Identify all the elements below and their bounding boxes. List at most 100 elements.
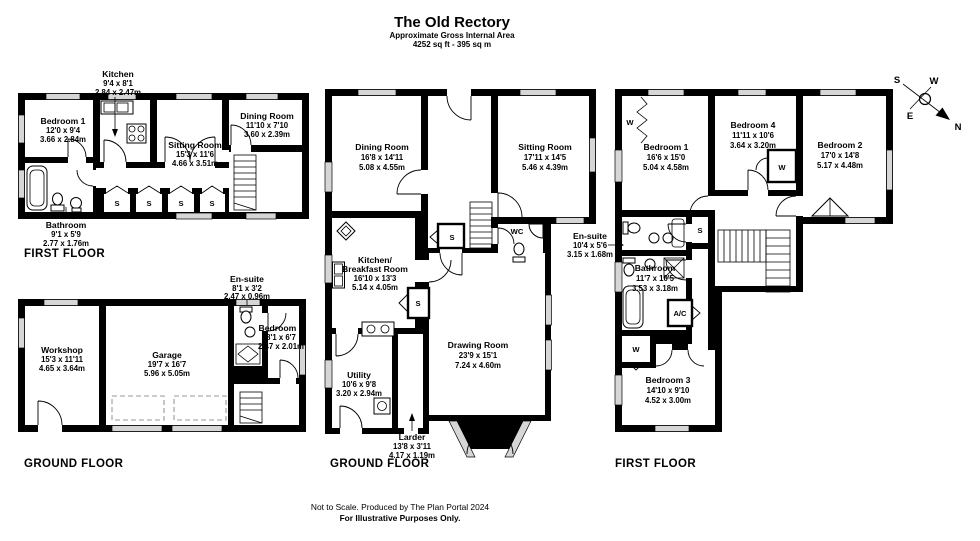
room-dim: 4.65 x 3.64m	[39, 364, 85, 373]
room-label: En-suite	[573, 231, 607, 241]
room-dim: 17'11 x 14'5	[524, 153, 567, 162]
room-label: Dining Room	[355, 142, 409, 152]
room-dim: 5.46 x 4.39m	[522, 163, 568, 172]
window	[357, 89, 397, 96]
room-larder	[398, 334, 423, 428]
window	[45, 93, 81, 100]
footer: Not to Scale. Produced by The Plan Porta…	[311, 502, 489, 523]
door-arc	[267, 312, 287, 332]
window	[324, 161, 333, 193]
room-label: Bedroom 3	[646, 375, 691, 385]
window	[886, 149, 893, 191]
utility-sink-icon	[373, 397, 391, 415]
window	[18, 169, 25, 199]
airing-cupboard-label: A/C	[673, 309, 687, 318]
cupboard-label: S	[146, 199, 151, 208]
window	[545, 339, 552, 371]
room-dim: 4.52 x 3.00m	[645, 396, 691, 405]
toilet-icon	[512, 242, 526, 263]
door-arc	[230, 124, 252, 146]
room-dim: 5.14 x 4.05m	[352, 283, 398, 292]
door-arc	[37, 400, 63, 426]
bath-icon	[622, 285, 644, 329]
room-sitting	[498, 96, 589, 217]
door-arc	[497, 192, 523, 218]
room-label: Bedroom 2	[259, 323, 304, 333]
window	[519, 89, 557, 96]
room-label: Workshop	[41, 345, 83, 355]
door-arc	[655, 349, 673, 367]
window	[614, 149, 623, 183]
shower-icon	[671, 218, 685, 248]
room-dim: 11'10 x 7'10	[246, 121, 289, 130]
sink-icon	[244, 326, 256, 338]
room-dim: 7.24 x 4.60m	[455, 361, 501, 370]
bay-icon	[810, 197, 850, 217]
wardrobe-label: W	[626, 118, 634, 127]
page-title: The Old Rectory	[394, 14, 511, 31]
parking-space	[111, 395, 227, 421]
window	[324, 359, 333, 389]
garage-door	[111, 425, 163, 432]
door-arc	[446, 95, 472, 121]
shower-icon	[235, 343, 261, 365]
room-bedroom1	[25, 100, 93, 157]
room-label: Larder	[399, 432, 426, 442]
cupboard-doors	[105, 185, 224, 194]
window	[245, 93, 279, 100]
garage-door	[171, 425, 223, 432]
cupboard	[104, 194, 130, 212]
cupboard-door	[627, 361, 645, 371]
toilet-icon	[622, 257, 636, 277]
room-dim: 3.66 x 2.84m	[40, 135, 86, 144]
room-label: Kitchen/	[358, 255, 393, 265]
wardrobe-label: W	[778, 163, 786, 172]
room-drawing	[429, 253, 545, 415]
room-dim: 9'4 x 8'1	[103, 79, 133, 88]
room-dim: 5.04 x 4.58m	[643, 163, 689, 172]
cupboard	[136, 194, 162, 212]
room-label: Kitchen	[102, 69, 134, 79]
cupboard	[200, 194, 225, 212]
room-label: Dining Room	[240, 111, 294, 121]
room-dim: 23'9 x 15'1	[459, 351, 498, 360]
door-arc	[339, 405, 363, 429]
room-dim: 13'8 x 3'11	[393, 442, 432, 451]
toilet-icon	[622, 221, 641, 235]
room-label: Bedroom 4	[731, 120, 776, 130]
door-arc	[466, 430, 491, 455]
annex-first-floor-plan: Kitchen 9'4 x 8'1 2.84 x 2.47m Bedroom 1…	[18, 69, 309, 260]
room-sitting	[157, 100, 222, 162]
stairs	[233, 154, 257, 211]
room-dim: 4.66 x 3.51m	[172, 159, 218, 168]
room-dim: 11'7 x 10'5	[636, 274, 675, 283]
wardrobe-label: W	[632, 345, 640, 354]
room-dim: 3.64 x 3.20m	[730, 141, 776, 150]
window	[614, 374, 623, 406]
cupboard-label: S	[209, 199, 214, 208]
room-bedroom1	[622, 96, 708, 210]
floor-label: FIRST FLOOR	[24, 248, 105, 260]
room-dim: 5.08 x 4.55m	[359, 163, 405, 172]
room-dim: 9'1 x 5'9	[51, 230, 81, 239]
stair-hall	[229, 152, 302, 212]
airing-cupboard	[666, 298, 694, 328]
main-ground-floor-plan: Dining Room 16'8 x 14'11 5.08 x 4.55m Si…	[324, 89, 596, 470]
bath-icon	[26, 165, 48, 211]
hallway	[96, 168, 226, 188]
room-dim: 16'8 x 14'11	[361, 153, 404, 162]
cupboard-label: S	[449, 233, 454, 242]
room-dim: 11'11 x 10'6	[732, 131, 775, 140]
page-subtitle: Approximate Gross Internal Area	[389, 31, 515, 40]
room-dim: 8'1 x 6'7	[266, 333, 296, 342]
window	[844, 217, 876, 224]
cupboard-label: S	[697, 226, 702, 235]
room-dim: 2.47 x 2.01m	[258, 342, 304, 351]
toilet-icon	[239, 306, 253, 324]
cupboard	[436, 222, 466, 250]
compass-east: E	[907, 111, 913, 122]
window	[235, 299, 261, 306]
cupboard	[622, 336, 650, 362]
room-dim: 2.84 x 2.47m	[95, 88, 141, 97]
